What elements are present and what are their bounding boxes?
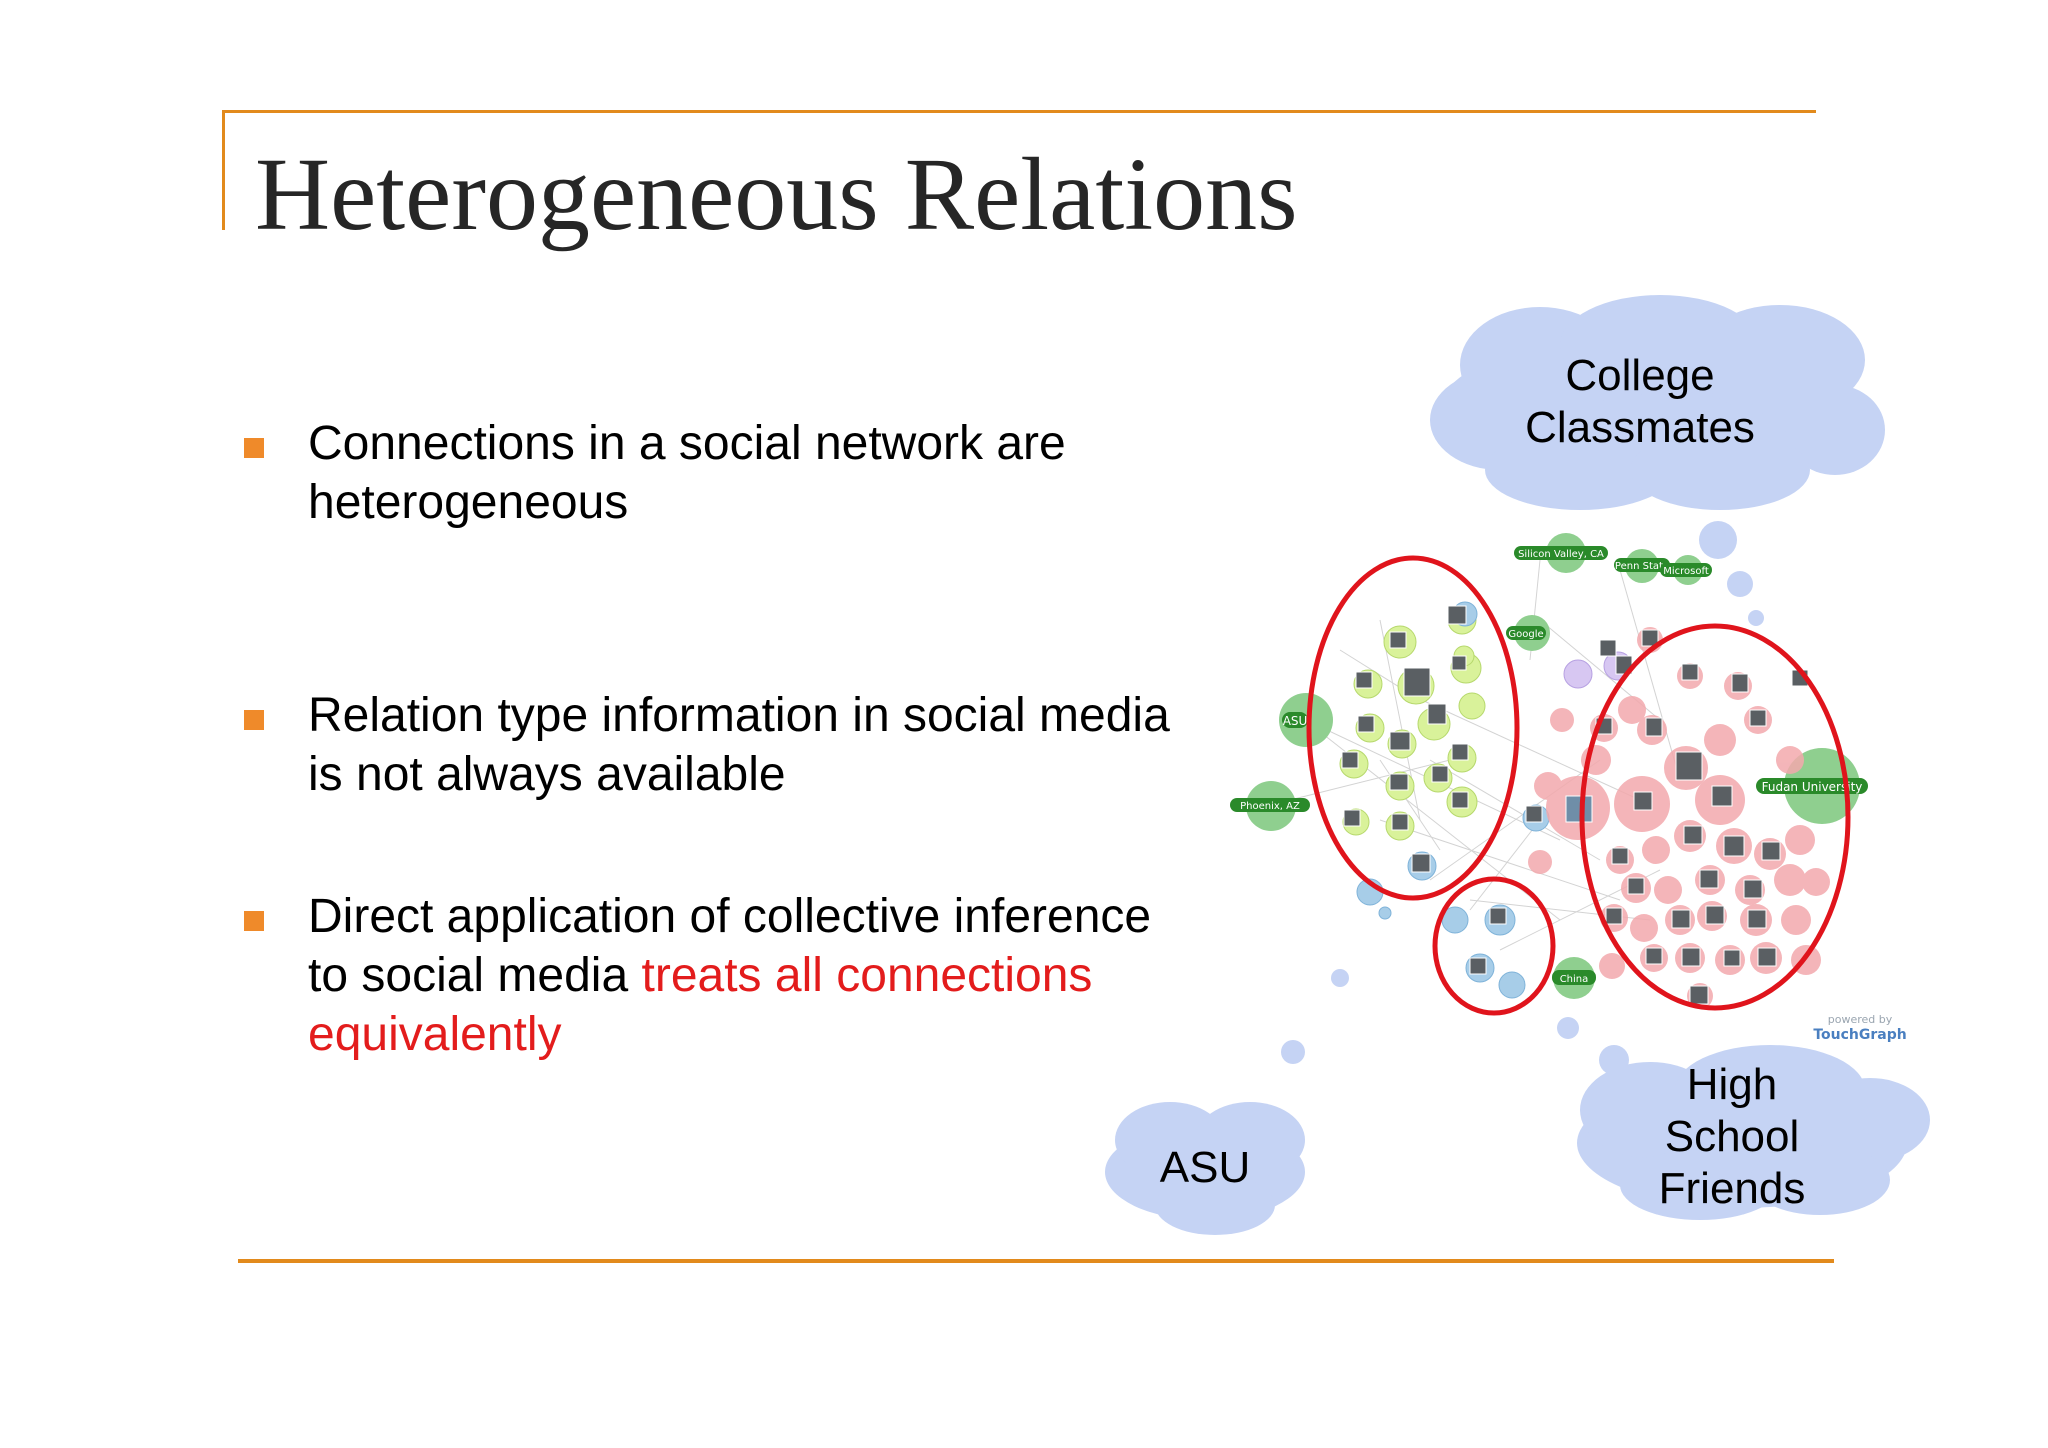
label-penn-state: Penn State <box>1615 561 1669 572</box>
cloud-college-label: College Classmates <box>1490 350 1790 454</box>
cloud-asu <box>1105 1102 1305 1235</box>
label-china: China <box>1560 974 1589 985</box>
cloud-college-line-2: Classmates <box>1525 403 1755 452</box>
cloud-highschool-line-2: School <box>1664 1112 1800 1161</box>
watermark-powered-by: powered by <box>1828 1013 1893 1026</box>
cloud-college-classmates <box>1430 295 1885 510</box>
watermark-brand: TouchGraph <box>1813 1027 1906 1043</box>
label-fudan: Fudan University <box>1762 780 1863 794</box>
cloud-college-line-1: College <box>1565 351 1715 400</box>
cloud-highschool-line-1: High <box>1686 1060 1778 1109</box>
top-rule <box>222 110 1816 113</box>
bullet-1: Connections in a social network are hete… <box>308 414 1238 532</box>
label-microsoft: Microsoft <box>1663 566 1709 577</box>
cloud-asu-label: ASU <box>1105 1142 1305 1194</box>
cloud-high-school-friends <box>1577 1045 1930 1220</box>
label-silicon-valley: Silicon Valley, CA <box>1518 549 1604 560</box>
red-group-ellipses <box>1306 555 1851 1016</box>
network-labels: Silicon Valley, CA Penn State Microsoft … <box>1230 546 1868 985</box>
bullet-1-line-2: heterogeneous <box>308 476 629 529</box>
bullet-3-line-2: to social media treats all connections <box>308 946 1238 1005</box>
bullet-2-line-1: Relation type information in social medi… <box>308 689 1170 742</box>
label-asu-node: ASU <box>1283 714 1308 728</box>
bullet-3: Direct application of collective inferen… <box>308 887 1238 1064</box>
cloud-highschool-label: High School Friends <box>1617 1059 1847 1215</box>
ellipse-high-school-group <box>1579 623 1851 1011</box>
bottom-rule <box>238 1259 1834 1263</box>
bubble-trail <box>1281 521 1764 1075</box>
bullet-marker <box>244 710 264 730</box>
bullet-3-plain-text: to social media <box>308 949 642 1002</box>
bullet-marker <box>244 911 264 931</box>
bullet-marker <box>244 438 264 458</box>
cloud-highschool-line-3: Friends <box>1658 1164 1806 1213</box>
ellipse-asu-group <box>1432 876 1556 1016</box>
profile-thumbnails <box>1341 605 1809 1005</box>
label-phoenix: Phoenix, AZ <box>1240 801 1300 812</box>
ellipse-college-group <box>1306 555 1520 901</box>
cloud-asu-line-1: ASU <box>1159 1143 1251 1192</box>
bullet-3-line-3: equivalently <box>308 1008 562 1061</box>
network-edges <box>1289 559 1681 951</box>
label-google: Google <box>1508 629 1543 640</box>
bullet-1-line-1: Connections in a social network are <box>308 417 1066 470</box>
bullet-2: Relation type information in social medi… <box>308 686 1238 804</box>
bullet-3-line-1: Direct application of collective inferen… <box>308 890 1152 943</box>
bullet-2-line-2: is not always available <box>308 748 786 801</box>
bullet-3-highlight-text: treats all connections <box>641 949 1093 1002</box>
title-accent-bar <box>222 110 225 230</box>
slide-title: Heterogeneous Relations <box>255 137 1298 252</box>
